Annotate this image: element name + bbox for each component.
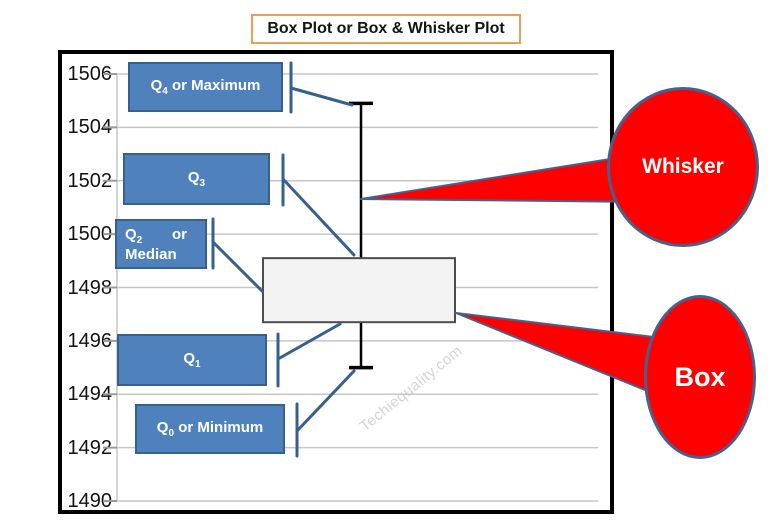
box-callout-label: Box	[674, 361, 726, 392]
y-axis-tick-label: 1504	[67, 116, 113, 139]
y-axis-tick-label: 1490	[67, 490, 113, 512]
q4-label: Q4 or Maximum	[150, 77, 261, 97]
q3-label-box: Q3	[123, 153, 270, 205]
q4-maximum-label-box: Q4 or Maximum	[128, 62, 283, 112]
q1-label-box: Q1	[117, 334, 267, 386]
whisker-callout-label: Whisker	[642, 155, 724, 178]
q0-minimum-label-box: Q0 or Minimum	[135, 404, 285, 454]
box-callout-balloon: Box	[644, 295, 756, 459]
q0-label: Q0 or Minimum	[156, 419, 264, 439]
y-axis-tick-label: 1496	[67, 329, 113, 352]
q2-label-line1: Q2 or	[125, 225, 187, 246]
q1-label: Q1	[183, 350, 201, 370]
q3-label: Q3	[187, 169, 206, 189]
y-axis-tick-label: 1500	[67, 223, 113, 246]
diagram-title-box: Box Plot or Box & Whisker Plot	[251, 14, 521, 44]
y-axis-tick-label: 1498	[67, 276, 113, 299]
y-axis-tick-label: 1492	[67, 436, 113, 459]
diagram-title: Box Plot or Box & Whisker Plot	[267, 20, 505, 37]
y-axis-tick-label: 1502	[67, 169, 113, 192]
q2-label-line2: Median	[125, 245, 177, 263]
whisker-callout-balloon: Whisker	[607, 87, 759, 247]
y-axis-tick-label: 1506	[67, 63, 113, 85]
q2-median-label-box: Q2 or Median	[115, 219, 207, 269]
y-axis-tick-label: 1494	[67, 383, 113, 406]
